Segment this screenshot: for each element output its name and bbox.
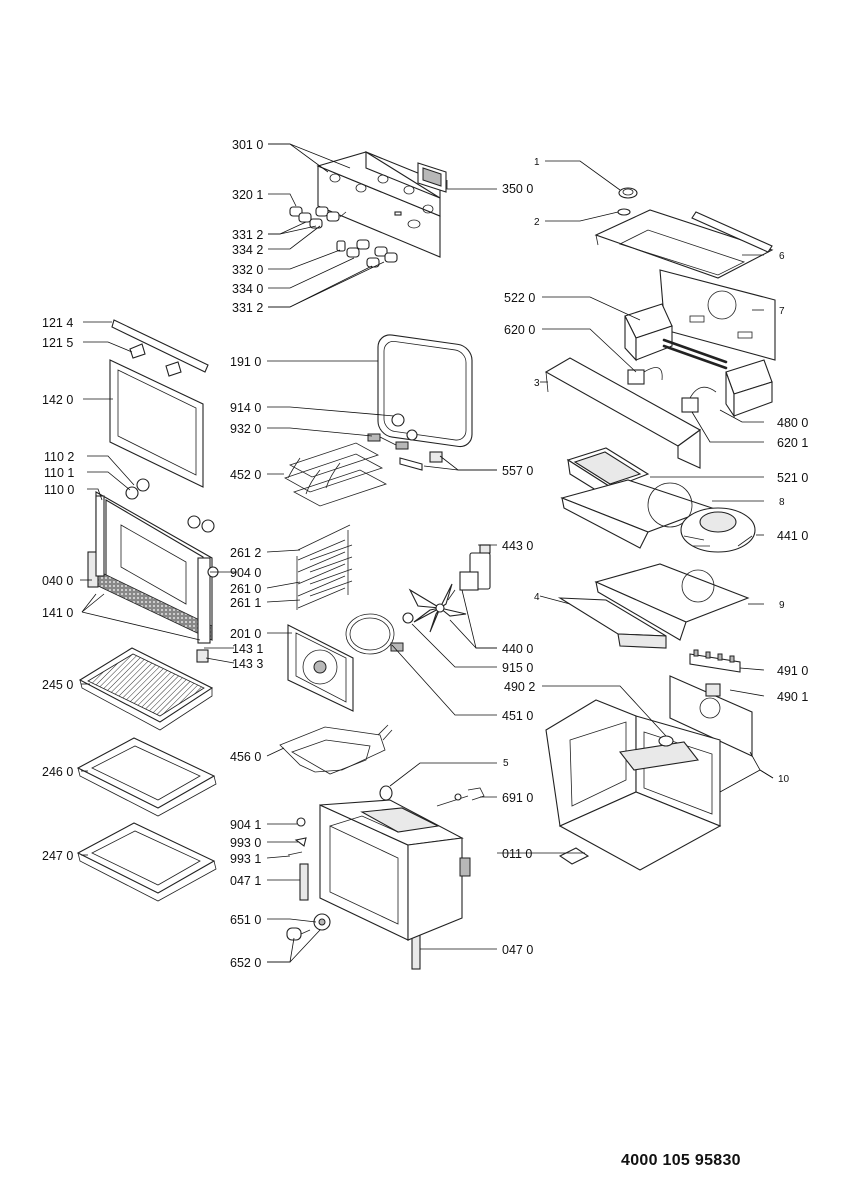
label-191-0: 191 0: [230, 355, 261, 369]
label-652-0: 652 0: [230, 956, 261, 970]
label-331-2b: 331 2: [232, 301, 263, 315]
control-panel-drawing: [316, 151, 441, 258]
label-914-0: 914 0: [230, 401, 261, 415]
fan-motor-drawing: [447, 544, 491, 601]
control-knobs-drawing: [289, 206, 398, 268]
label-247-0: 247 0: [42, 849, 73, 863]
label-441-0: 441 0: [777, 529, 808, 543]
label-993-1: 993 1: [230, 852, 261, 866]
label-261-0: 261 0: [230, 582, 261, 596]
leader-lines: [80, 143, 774, 963]
label-246-0: 246 0: [42, 765, 73, 779]
label-904-1: 904 1: [230, 818, 261, 832]
label-491-0: 491 0: [777, 664, 808, 678]
hinge-small-parts-drawing: [286, 817, 421, 970]
label-261-2: 261 2: [230, 546, 261, 560]
inner-door-frame-drawing: [87, 491, 219, 663]
mounting-rail-drawing: [544, 357, 702, 469]
label-10: 10: [778, 774, 790, 785]
label-141-0: 141 0: [42, 606, 73, 620]
label-3: 3: [534, 378, 540, 389]
label-245-0: 245 0: [42, 678, 73, 692]
label-452-0: 452 0: [230, 468, 261, 482]
selector-switches-drawing: [624, 303, 773, 418]
label-334-2: 334 2: [232, 243, 263, 257]
label-142-0: 142 0: [42, 393, 73, 407]
label-143-1: 143 1: [232, 642, 263, 656]
thermostats-drawing: [627, 367, 717, 413]
label-350-0: 350 0: [502, 182, 533, 196]
label-320-1: 320 1: [232, 188, 263, 202]
lamp-and-latch-drawing: [379, 785, 485, 807]
label-201-0: 201 0: [230, 627, 261, 641]
door-glass-spacers-drawing: [125, 478, 215, 533]
label-651-0: 651 0: [230, 913, 261, 927]
oven-cavity-drawing: [319, 799, 471, 941]
label-110-1: 110 1: [44, 466, 74, 480]
bottom-tray-drawing: [594, 563, 750, 641]
label-1: 1: [534, 157, 540, 168]
label-8: 8: [779, 497, 785, 508]
label-490-1: 490 1: [777, 690, 808, 704]
label-301-0: 301 0: [232, 138, 263, 152]
lamp-cover-drawing: [617, 187, 638, 216]
label-6: 6: [779, 251, 785, 262]
label-440-0: 440 0: [502, 642, 533, 656]
rear-panel-drawing: [287, 624, 354, 712]
label-047-0: 047 0: [502, 943, 533, 957]
baking-tray-drawing: [76, 822, 217, 902]
document-number: 4000 105 95830: [621, 1152, 741, 1169]
label-490-2: 490 2: [504, 680, 535, 694]
label-7: 7: [779, 306, 785, 317]
label-480-0: 480 0: [777, 416, 808, 430]
wire-shelf-drawing: [78, 647, 214, 731]
label-047-1: 047 1: [230, 874, 261, 888]
fan-blade-drawing: [402, 583, 467, 633]
top-bracket-drawing: [594, 209, 774, 279]
shelf-supports-drawing: [296, 524, 353, 610]
label-011-0: 011 0: [502, 847, 532, 861]
back-plate-drawing: [659, 269, 776, 361]
label-443-0: 443 0: [502, 539, 533, 553]
label-691-0: 691 0: [502, 791, 533, 805]
label-040-0: 040 0: [42, 574, 73, 588]
bottom-element-drawing: [279, 724, 393, 775]
label-110-0: 110 0: [44, 483, 74, 497]
label-2: 2: [534, 217, 540, 228]
label-451-0: 451 0: [502, 709, 533, 723]
label-557-0: 557 0: [502, 464, 533, 478]
label-331-2: 331 2: [232, 228, 263, 242]
door-handle-drawing: [111, 319, 209, 377]
display-module-drawing: [417, 162, 447, 193]
label-993-0: 993 0: [230, 836, 261, 850]
label-9: 9: [779, 600, 785, 611]
label-4: 4: [534, 592, 540, 603]
terminal-block-drawing: [689, 649, 741, 673]
label-904-0: 904 0: [230, 566, 261, 580]
label-522-0: 522 0: [504, 291, 535, 305]
label-932-0: 932 0: [230, 422, 261, 436]
part-labels: 301 0 350 0 320 1 331 2 334 2 332 0 334 …: [42, 138, 808, 970]
label-332-0: 332 0: [232, 263, 263, 277]
label-620-0: 620 0: [504, 323, 535, 337]
label-121-5: 121 5: [42, 336, 73, 350]
door-seal-drawing: [377, 334, 473, 448]
label-915-0: 915 0: [502, 661, 533, 675]
outer-door-glass-drawing: [109, 359, 204, 488]
grill-element-drawing: [284, 413, 443, 507]
label-620-1: 620 1: [777, 436, 808, 450]
label-143-3: 143 3: [232, 657, 263, 671]
label-456-0: 456 0: [230, 750, 261, 764]
cooling-fan-drawing: [680, 507, 756, 553]
front-strip-drawing: [557, 597, 667, 649]
label-334-0: 334 0: [232, 282, 263, 296]
label-5: 5: [503, 758, 509, 769]
label-121-4: 121 4: [42, 316, 73, 330]
outer-casing-drawing: [545, 699, 722, 871]
label-261-1: 261 1: [230, 596, 261, 610]
label-110-2: 110 2: [44, 450, 74, 464]
enamel-tray-drawing: [76, 737, 217, 817]
label-521-0: 521 0: [777, 471, 808, 485]
